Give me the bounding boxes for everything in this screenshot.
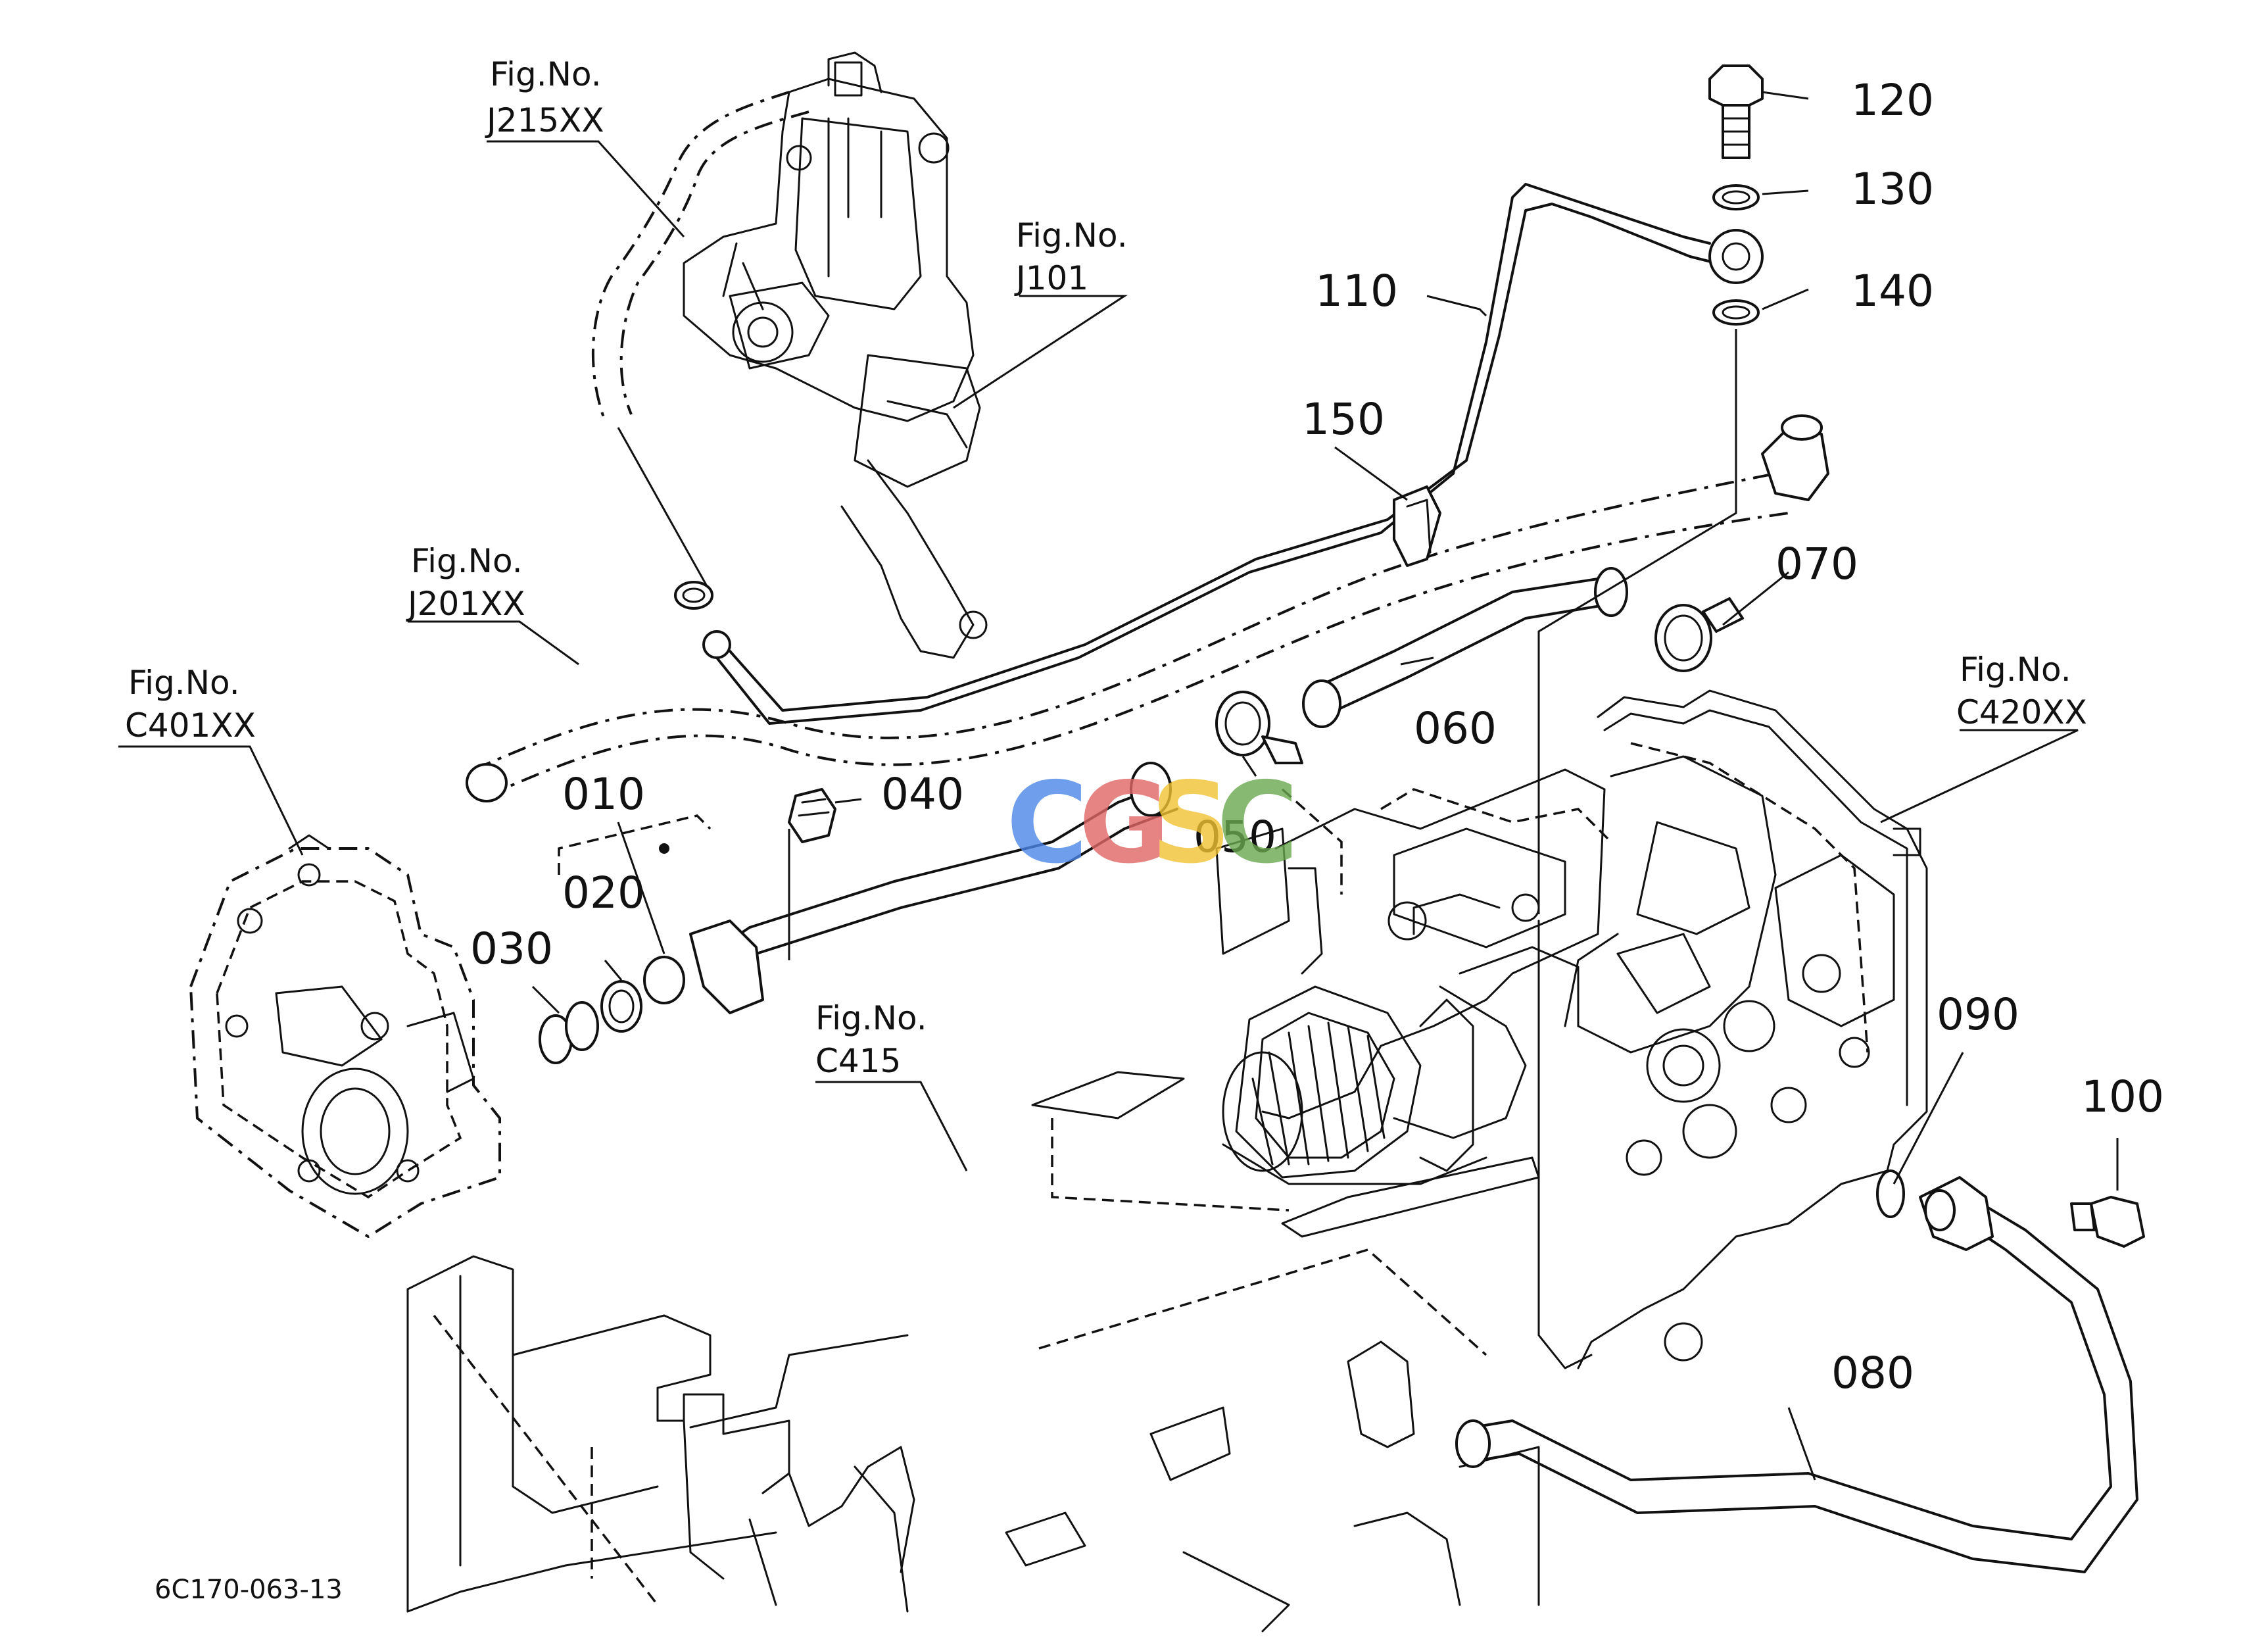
- fig-ref-c415-line1: Fig.No.: [815, 999, 927, 1037]
- fig-ref-j215-line1: Fig.No.: [490, 55, 602, 93]
- front-housing: [189, 834, 501, 1238]
- rear-axle-frame: [406, 827, 1540, 1633]
- pipe-010: [709, 781, 1172, 955]
- fig-ref-c420-line2: C420XX: [1956, 693, 2087, 731]
- watermark-logo: C G S C: [1006, 758, 1299, 889]
- washer-140: [1712, 299, 1760, 326]
- callout-060: 060: [1414, 703, 1497, 754]
- fig-ref-j215-line2: J215XX: [485, 101, 604, 139]
- fig-ref-c420-line1: Fig.No.: [1960, 651, 2071, 689]
- watermark-letter-4: C: [1217, 758, 1299, 889]
- figure-references: Fig.No. J215XX Fig.No. J101 Fig.No. J201…: [125, 55, 2087, 1080]
- callout-040: 040: [881, 769, 964, 820]
- fig-ref-j101-line1: Fig.No.: [1016, 216, 1128, 255]
- callout-120: 120: [1851, 75, 1934, 126]
- callout-140: 140: [1851, 266, 1934, 316]
- pipe-080: [1472, 1209, 2112, 1540]
- clamp-050: [1215, 691, 1303, 764]
- callout-070: 070: [1775, 539, 1858, 589]
- power-steering-pump: [683, 51, 988, 659]
- clamp-070: [1654, 597, 1744, 672]
- plug-040: [788, 788, 836, 843]
- hose-j201-inner: [486, 512, 1789, 797]
- callout-150: 150: [1302, 394, 1385, 445]
- fig-ref-j101-line2: J101: [1014, 259, 1088, 297]
- o-ring-090: [1876, 1169, 1905, 1218]
- drawing-number: 6C170-063-13: [155, 1575, 343, 1605]
- banjo-bolt-120: [1708, 64, 1764, 159]
- fig-ref-c415-line2: C415: [815, 1042, 901, 1080]
- fig-ref-j201-line1: Fig.No.: [411, 542, 523, 580]
- fig-ref-j201-line2: J201XX: [406, 585, 525, 623]
- callout-010: 010: [562, 769, 645, 820]
- watermark-letter-1: C: [1006, 758, 1088, 889]
- center-housing: [1222, 768, 1612, 1238]
- clamp-j215: [674, 581, 713, 610]
- seal-020: [600, 980, 642, 1033]
- hose-j215-inner: [619, 111, 809, 415]
- fig-ref-c401-line2: C401XX: [125, 706, 256, 745]
- fig-ref-c401-line1: Fig.No.: [128, 664, 240, 702]
- hose-060: [1307, 578, 1599, 692]
- leader-lines: [118, 91, 2119, 1481]
- callout-130: 130: [1851, 164, 1934, 214]
- callout-030: 030: [470, 923, 553, 974]
- pipe-110: [715, 183, 1711, 725]
- callout-110: 110: [1315, 266, 1398, 316]
- callout-080: 080: [1831, 1348, 1914, 1398]
- hose-j201: [473, 472, 1776, 771]
- washer-130: [1712, 184, 1760, 210]
- watermark-letter-2: G: [1078, 758, 1170, 889]
- watermark-letter-3: S: [1151, 758, 1231, 889]
- callout-labels: 120 130 140 110 150 070 060 050 040 010 …: [470, 75, 2164, 1398]
- callout-050: 050: [1194, 812, 1276, 862]
- o-ring-030b: [565, 1001, 599, 1051]
- transmission-case: [1537, 689, 1928, 1369]
- plug-100: [2070, 1196, 2145, 1248]
- clamp-150: [1393, 485, 1441, 567]
- callout-020: 020: [562, 868, 645, 918]
- callout-090: 090: [1937, 989, 2019, 1040]
- callout-100: 100: [2081, 1071, 2164, 1122]
